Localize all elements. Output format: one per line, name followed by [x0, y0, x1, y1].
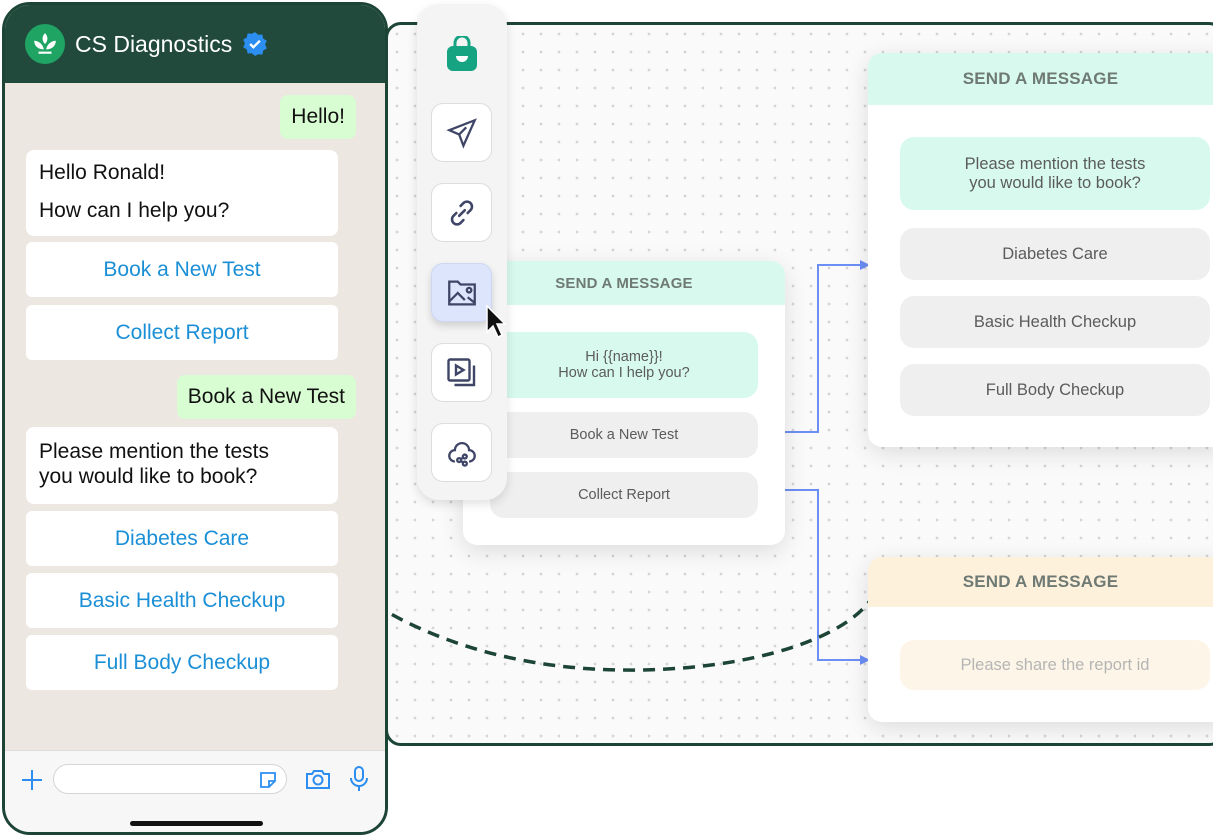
mouse-cursor-icon — [486, 304, 507, 339]
brand-logo-icon — [25, 24, 65, 64]
card-header: SEND A MESSAGE — [463, 261, 785, 305]
quick-reply-basic-health[interactable]: Basic Health Checkup — [26, 573, 338, 628]
connector-collect-report — [759, 489, 862, 661]
verified-badge-icon — [243, 32, 268, 56]
connector-book-test — [759, 264, 862, 433]
quick-reply-diabetes-care[interactable]: Diabetes Care — [26, 511, 338, 566]
message-line: Please mention the tests — [964, 154, 1146, 173]
video-tool[interactable] — [431, 343, 492, 402]
button-full-body[interactable]: Full Body Checkup — [900, 364, 1210, 416]
button-collect-report[interactable]: Collect Report — [490, 472, 758, 518]
quick-reply-book-test[interactable]: Book a New Test — [26, 242, 338, 297]
link-icon — [450, 199, 473, 226]
message-line: you would like to book? — [39, 465, 258, 489]
quick-reply-full-body[interactable]: Full Body Checkup — [26, 635, 338, 690]
cloud-share-tool[interactable] — [431, 423, 492, 482]
home-indicator — [130, 821, 263, 826]
video-icon — [446, 357, 475, 386]
message-bubble[interactable]: Please share the report id — [900, 640, 1210, 690]
card-header: SEND A MESSAGE — [868, 53, 1213, 105]
flow-card-tests[interactable]: SEND A MESSAGE Please mention the tests … — [868, 53, 1213, 447]
send-message-tool[interactable] — [431, 103, 492, 162]
card-header: SEND A MESSAGE — [868, 557, 1213, 607]
image-folder-icon — [447, 280, 476, 305]
send-icon — [445, 117, 477, 149]
whatsapp-phone: CS Diagnostics Hello! Hello Ronald! How … — [2, 2, 388, 835]
bag-logo-icon — [447, 36, 477, 71]
message-line: you would like to book? — [969, 173, 1141, 192]
image-tool[interactable] — [431, 263, 492, 322]
tool-palette — [417, 4, 507, 500]
button-diabetes-care[interactable]: Diabetes Care — [900, 228, 1210, 280]
message-sent: Hello! — [280, 95, 356, 139]
plus-icon[interactable] — [21, 769, 43, 791]
button-basic-health[interactable]: Basic Health Checkup — [900, 296, 1210, 348]
chat-input-bar — [5, 750, 385, 832]
message-line: Hello Ronald! — [39, 161, 166, 184]
sticker-icon[interactable] — [258, 770, 278, 790]
cloud-share-icon — [447, 441, 476, 467]
message-line: How can I help you? — [39, 199, 230, 223]
message-line: How can I help you? — [558, 365, 690, 381]
camera-icon[interactable] — [305, 768, 331, 790]
chat-title: CS Diagnostics — [75, 30, 233, 57]
quick-reply-collect-report[interactable]: Collect Report — [26, 305, 338, 360]
message-received: Hello Ronald! How can I help you? — [26, 150, 338, 236]
button-book-test[interactable]: Book a New Test — [490, 412, 758, 458]
message-bubble[interactable]: Please mention the tests you would like … — [900, 137, 1210, 210]
chat-header: CS Diagnostics — [5, 5, 385, 83]
message-sent: Book a New Test — [176, 375, 356, 419]
message-line: Please mention the tests — [39, 440, 269, 463]
link-tool[interactable] — [431, 183, 492, 242]
message-line: Hi {{name}}! — [585, 349, 663, 365]
microphone-icon[interactable] — [350, 766, 368, 792]
message-input[interactable] — [53, 764, 287, 794]
flow-card-welcome[interactable]: SEND A MESSAGE Hi {{name}}! How can I he… — [463, 261, 785, 545]
flow-card-report[interactable]: SEND A MESSAGE Please share the report i… — [868, 557, 1213, 722]
message-bubble[interactable]: Hi {{name}}! How can I help you? — [490, 332, 758, 398]
message-received: Please mention the tests you would like … — [26, 427, 338, 504]
